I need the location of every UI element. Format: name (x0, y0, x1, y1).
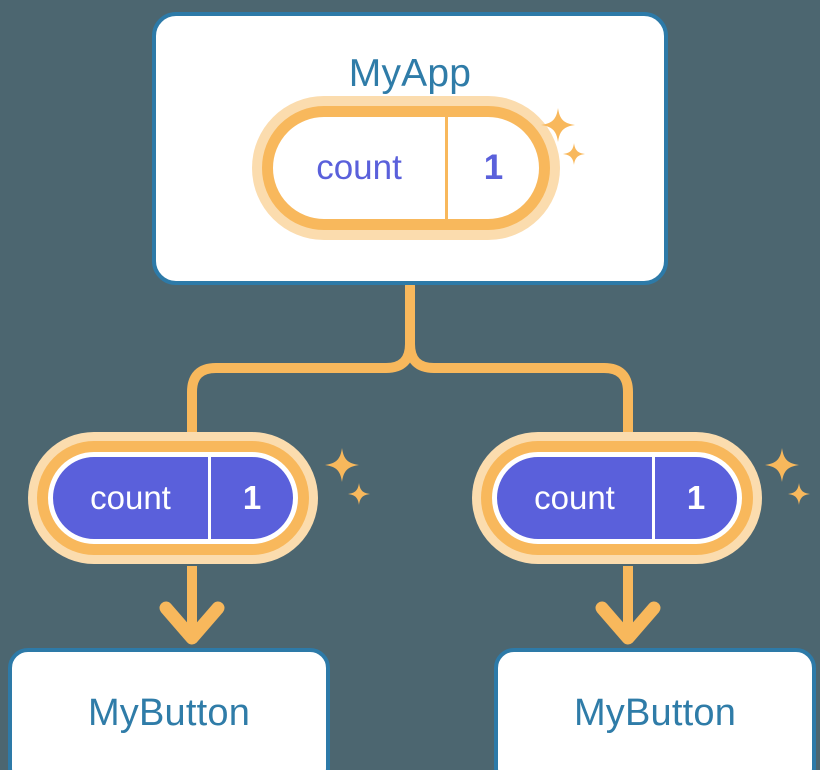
connector-left-branch (187, 281, 415, 465)
state-key-label: count (90, 479, 171, 516)
state-value-label: 1 (208, 457, 293, 539)
myapp-component-card[interactable]: MyApp (152, 12, 668, 285)
sparkle-four-point-large-icon (765, 448, 799, 482)
state-key-label: count (316, 148, 402, 187)
page-title: MyButton (87, 692, 251, 734)
state-value-label: 1 (652, 457, 737, 539)
arrow-down-icon (159, 566, 225, 645)
connector-right-branch (405, 281, 633, 465)
page-title: MyButton (573, 692, 737, 734)
state-pill-count[interactable]: count 1 (262, 106, 550, 230)
sparkle-four-point-large-icon (541, 108, 575, 142)
sparkle-four-point-small-icon (348, 483, 370, 505)
page-title: MyApp (348, 52, 472, 95)
mybutton-component-card[interactable]: MyButton (494, 648, 816, 770)
arrow-down-icon (595, 566, 661, 645)
mybutton-component-card[interactable]: MyButton (8, 648, 330, 770)
left-branch-state-pill-wrapper: count 1 (48, 452, 298, 544)
sparkle-four-point-small-icon (563, 143, 585, 165)
myapp-state-pill-wrapper: count 1 (262, 106, 550, 230)
right-branch-state-pill-wrapper: count 1 (492, 452, 742, 544)
sparkle-four-point-large-icon (325, 448, 359, 482)
state-value-label: 1 (445, 117, 539, 219)
state-key-label: count (534, 479, 615, 516)
state-pill-count[interactable]: count 1 (48, 452, 298, 544)
sparkle-four-point-small-icon (788, 483, 810, 505)
state-pill-count[interactable]: count 1 (492, 452, 742, 544)
